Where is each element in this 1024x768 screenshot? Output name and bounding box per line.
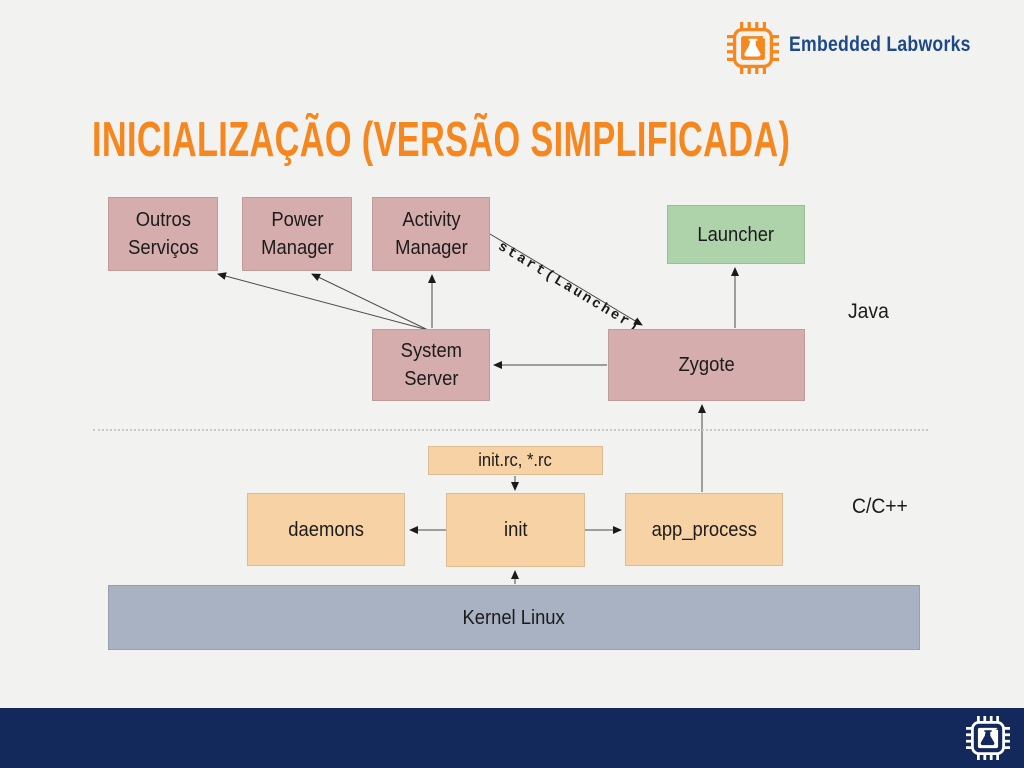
node-label: Kernel Linux: [462, 606, 566, 629]
node-label: Launcher: [697, 223, 775, 246]
slide-title: INICIALIZAÇÃO (VERSÃO SIMPLIFICADA): [92, 113, 791, 167]
node-label: daemons: [288, 518, 364, 541]
node-app-process: app_process: [625, 493, 783, 566]
arrow-systemserver-to-outros: [217, 272, 429, 331]
layer-divider-dotted-line: [93, 429, 928, 431]
arrow-systemserver-to-power: [311, 273, 429, 331]
footer-bar: [0, 708, 1024, 768]
layer-label-cpp: C/C++: [852, 495, 908, 518]
layer-label-java: Java: [848, 300, 889, 323]
node-init: init: [446, 493, 585, 567]
brand-name: Embedded Labworks: [789, 33, 971, 56]
node-launcher: Launcher: [667, 205, 805, 264]
node-activity-manager: Activity Manager: [372, 197, 490, 271]
node-daemons: daemons: [247, 493, 405, 566]
embedded-labworks-chip-icon: [727, 22, 779, 74]
node-label: System Server: [400, 340, 462, 390]
node-label: app_process: [651, 518, 757, 541]
node-label: Activity Manager: [394, 209, 468, 259]
node-zygote: Zygote: [608, 329, 805, 401]
node-power-manager: Power Manager: [242, 197, 352, 271]
node-label: Outros Serviços: [127, 209, 199, 259]
node-initrc-file: init.rc, *.rc: [428, 446, 603, 475]
node-label: Power Manager: [260, 209, 334, 259]
footer-chip-icon: [966, 716, 1010, 760]
node-label: init.rc, *.rc: [478, 449, 553, 470]
node-system-server: System Server: [372, 329, 490, 401]
node-outros-servicos: Outros Serviços: [108, 197, 218, 271]
edge-label-start-launcher: start(Launcher): [494, 239, 644, 337]
node-label: init: [503, 519, 528, 541]
node-label: Zygote: [678, 354, 735, 376]
node-kernel-linux: Kernel Linux: [108, 585, 920, 650]
